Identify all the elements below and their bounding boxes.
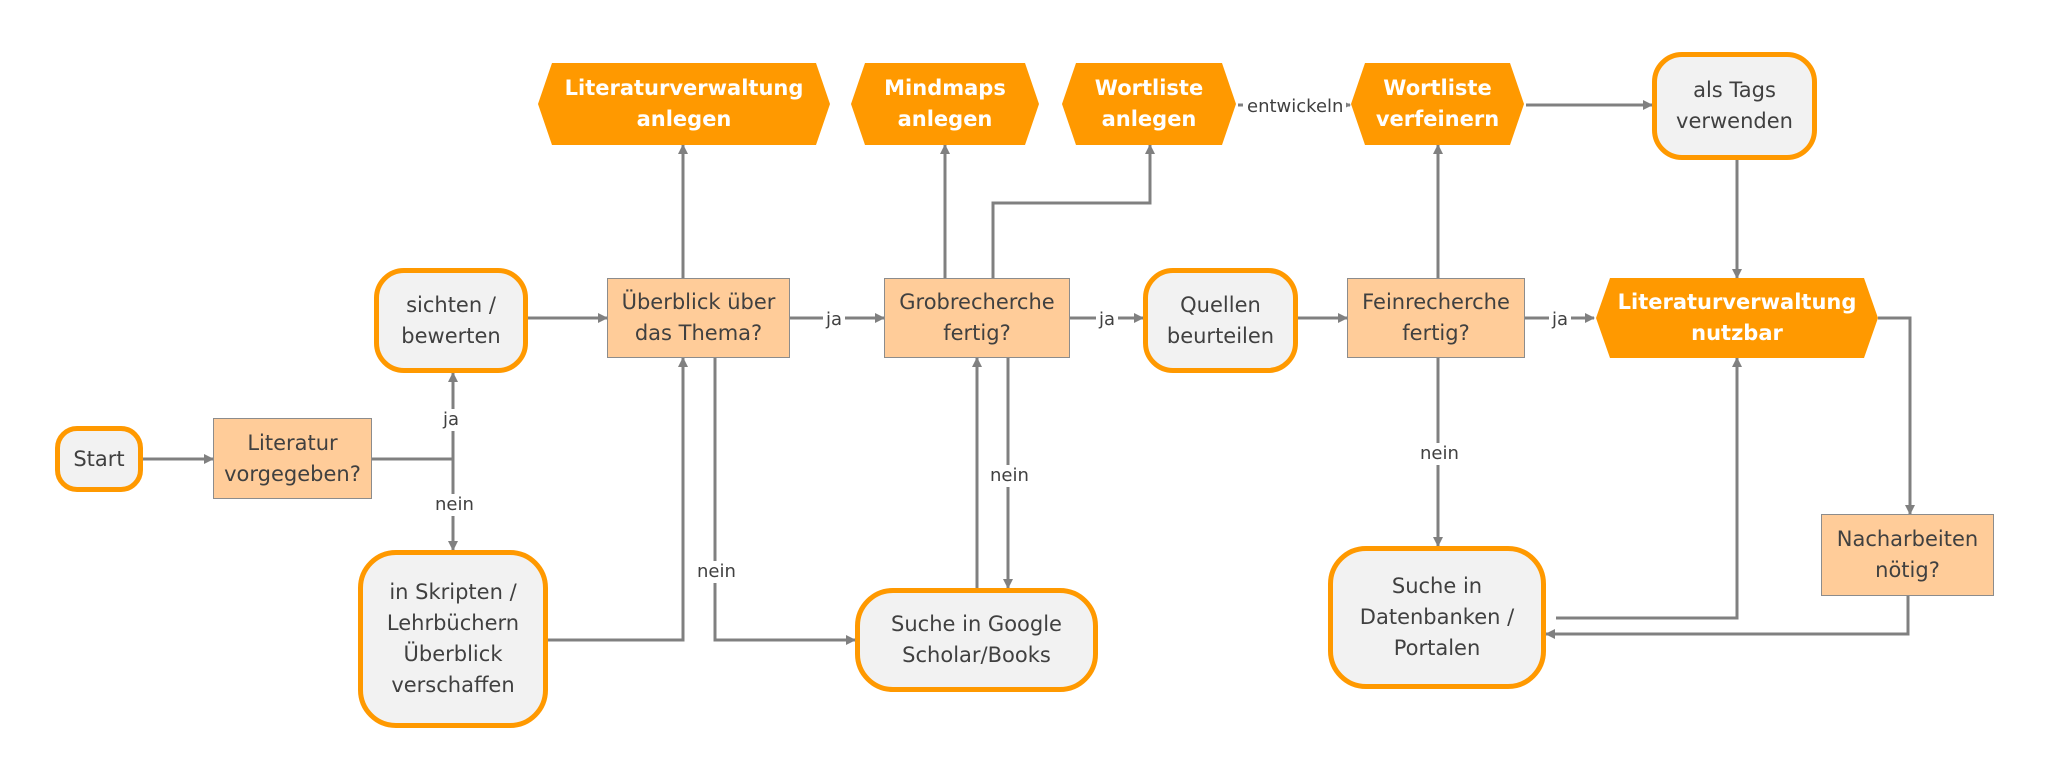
edge-nacharbeiten-datenbanken <box>1545 596 1910 639</box>
node-suche-google: Suche in Google Scholar/Books <box>855 588 1098 692</box>
node-label: Mindmaps anlegen <box>884 76 1006 131</box>
node-mindmaps-anlegen: Mindmaps anlegen <box>851 63 1039 145</box>
node-literatur-vorgegeben: Literatur vorgegeben? <box>213 418 372 499</box>
edge-grob-wortliste <box>991 144 1155 278</box>
node-label: Wortliste verfeinern <box>1375 76 1500 131</box>
edge-label-nein: nein <box>987 465 1032 487</box>
edge-datenbanken-nutzbar <box>1556 357 1742 620</box>
node-wortliste-verfeinern: Wortliste verfeinern <box>1351 63 1524 145</box>
edge-label-ja: ja <box>823 309 846 331</box>
node-als-tags-verwenden: als Tags verwenden <box>1652 52 1817 160</box>
node-label: Wortliste anlegen <box>1094 76 1204 131</box>
edge-ueberblick-google <box>713 358 856 645</box>
edge-label-ja: ja <box>440 409 463 431</box>
node-start: Start <box>55 426 143 492</box>
edge-label-nein: nein <box>1417 443 1462 465</box>
edge-label-ja: ja <box>1096 309 1119 331</box>
edge-label-nein: nein <box>694 561 739 583</box>
node-nacharbeiten-noetig: Nacharbeiten nötig? <box>1821 514 1994 596</box>
edge-skripten-ueberblick <box>548 357 688 642</box>
node-literaturverwaltung-nutzbar: Literaturverwaltung nutzbar <box>1596 278 1878 358</box>
node-feinrecherche-fertig: Feinrecherche fertig? <box>1347 278 1525 358</box>
node-label: Literaturverwaltung anlegen <box>564 76 804 131</box>
node-suche-datenbanken: Suche in Datenbanken / Portalen <box>1328 546 1546 689</box>
edge-label-ja: ja <box>1549 309 1572 331</box>
node-grobrecherche-fertig: Grobrecherche fertig? <box>884 278 1070 358</box>
edge-label-nein: nein <box>432 494 477 516</box>
node-label: Literaturverwaltung nutzbar <box>1617 290 1857 345</box>
node-sichten-bewerten: sichten / bewerten <box>374 268 528 373</box>
node-quellen-beurteilen: Quellen beurteilen <box>1143 268 1298 373</box>
node-wortliste-anlegen: Wortliste anlegen <box>1062 63 1236 145</box>
edge-nutzbar-nacharbeiten <box>1878 316 1915 515</box>
edge-label-entwickeln: entwickeln <box>1244 96 1347 118</box>
node-skripten-lehrbuecher: in Skripten / Lehrbüchern Überblick vers… <box>358 550 548 728</box>
node-ueberblick-thema: Überblick über das Thema? <box>607 278 790 358</box>
node-literaturverwaltung-anlegen: Literaturverwaltung anlegen <box>538 63 830 145</box>
